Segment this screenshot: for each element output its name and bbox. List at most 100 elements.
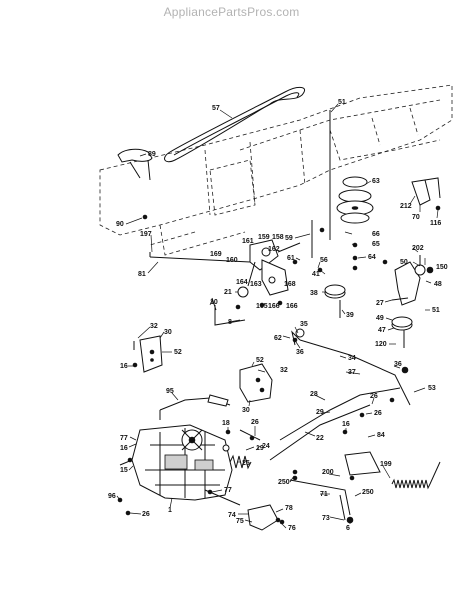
leader-lines bbox=[116, 103, 439, 529]
label-53: 53 bbox=[428, 385, 436, 392]
transmission bbox=[119, 424, 233, 501]
label-27: 27 bbox=[376, 300, 384, 307]
label-57: 57 bbox=[212, 105, 220, 112]
label-8: 8 bbox=[228, 319, 232, 326]
long-spring bbox=[391, 461, 441, 490]
center-bracket bbox=[239, 363, 273, 403]
label-62: 62 bbox=[274, 335, 282, 342]
label-18: 18 bbox=[222, 420, 230, 427]
label-19: 19 bbox=[256, 445, 264, 452]
label-77: 77 bbox=[120, 435, 128, 442]
label-63: 63 bbox=[372, 178, 380, 185]
label-65: 65 bbox=[372, 241, 380, 248]
label-35: 35 bbox=[300, 321, 308, 328]
label-158: 158 bbox=[272, 234, 284, 241]
label-16c: 16 bbox=[120, 445, 128, 452]
label-21: 21 bbox=[224, 289, 232, 296]
drive-belt bbox=[164, 87, 306, 163]
label-34: 34 bbox=[348, 355, 356, 362]
cross-shaft bbox=[149, 252, 251, 263]
label-78: 78 bbox=[285, 505, 293, 512]
label-95: 95 bbox=[166, 388, 174, 395]
label-74: 74 bbox=[228, 512, 236, 519]
label-71: 71 bbox=[320, 491, 328, 498]
label-10: 10 bbox=[210, 299, 218, 306]
label-26b: 26 bbox=[374, 410, 382, 417]
watermark: AppliancePartsPros.com bbox=[163, 5, 300, 19]
label-50: 50 bbox=[400, 259, 408, 266]
label-161: 161 bbox=[242, 238, 254, 245]
idler-arm bbox=[391, 255, 426, 348]
label-52b: 52 bbox=[256, 357, 264, 364]
label-197: 197 bbox=[140, 231, 152, 238]
label-76: 76 bbox=[288, 525, 296, 532]
label-90: 90 bbox=[116, 221, 124, 228]
label-49: 49 bbox=[376, 315, 384, 322]
label-38: 38 bbox=[310, 290, 318, 297]
shift-rod bbox=[159, 394, 231, 420]
clutch-linkage bbox=[247, 239, 301, 296]
label-47: 47 bbox=[378, 327, 386, 334]
label-24: 24 bbox=[262, 443, 270, 450]
label-51b: 51 bbox=[432, 307, 440, 314]
label-168: 168 bbox=[284, 281, 296, 288]
brake-cable bbox=[239, 387, 401, 461]
label-73: 73 bbox=[322, 515, 330, 522]
label-26: 26 bbox=[370, 393, 378, 400]
part-labels: 57 51 89 63 70 116 212 90 197 59 66 65 6… bbox=[108, 99, 448, 532]
label-6: 6 bbox=[346, 525, 350, 532]
label-16: 16 bbox=[120, 363, 128, 370]
travel-rod bbox=[291, 328, 411, 406]
link-rod bbox=[211, 297, 246, 326]
label-81: 81 bbox=[138, 271, 146, 278]
fasteners bbox=[117, 214, 434, 525]
label-120: 120 bbox=[375, 341, 387, 348]
label-89: 89 bbox=[148, 151, 156, 158]
left-bracket bbox=[133, 335, 163, 373]
label-61: 61 bbox=[287, 255, 295, 262]
label-250: 250 bbox=[278, 479, 290, 486]
label-30b: 30 bbox=[242, 407, 250, 414]
label-116: 116 bbox=[430, 220, 441, 227]
knob bbox=[237, 286, 249, 298]
label-25: 25 bbox=[242, 460, 250, 467]
label-166: 166 bbox=[268, 303, 280, 310]
label-32: 32 bbox=[150, 323, 158, 330]
label-22: 22 bbox=[316, 435, 324, 442]
label-165: 165 bbox=[256, 303, 268, 310]
label-39: 39 bbox=[346, 312, 354, 319]
label-41: 41 bbox=[312, 271, 320, 278]
idler-bracket bbox=[411, 177, 441, 211]
label-166b: 166 bbox=[286, 303, 298, 310]
label-162: 162 bbox=[268, 246, 280, 253]
label-84: 84 bbox=[377, 432, 385, 439]
label-26c: 26 bbox=[251, 419, 259, 426]
label-48: 48 bbox=[434, 281, 442, 288]
label-75: 75 bbox=[236, 518, 244, 525]
seat-bracket bbox=[117, 148, 153, 181]
label-159: 159 bbox=[258, 234, 270, 241]
label-37: 37 bbox=[348, 369, 356, 376]
label-163: 163 bbox=[250, 281, 262, 288]
label-51: 51 bbox=[338, 99, 346, 106]
label-160: 160 bbox=[226, 257, 238, 264]
label-212: 212 bbox=[400, 203, 412, 210]
label-199: 199 bbox=[380, 461, 392, 468]
label-77b: 77 bbox=[224, 487, 232, 494]
label-29: 29 bbox=[316, 409, 324, 416]
label-164: 164 bbox=[236, 279, 248, 286]
label-16b: 16 bbox=[342, 421, 350, 428]
label-59: 59 bbox=[285, 235, 293, 242]
label-1: 1 bbox=[168, 507, 172, 514]
label-200: 200 bbox=[322, 469, 334, 476]
label-56: 56 bbox=[320, 257, 328, 264]
label-15: 15 bbox=[120, 467, 128, 474]
label-28: 28 bbox=[310, 391, 318, 398]
label-52: 52 bbox=[174, 349, 182, 356]
label-30: 30 bbox=[164, 329, 172, 336]
label-64: 64 bbox=[368, 254, 376, 261]
label-96: 96 bbox=[108, 493, 116, 500]
label-36b: 36 bbox=[394, 361, 402, 368]
label-169: 169 bbox=[210, 251, 222, 258]
